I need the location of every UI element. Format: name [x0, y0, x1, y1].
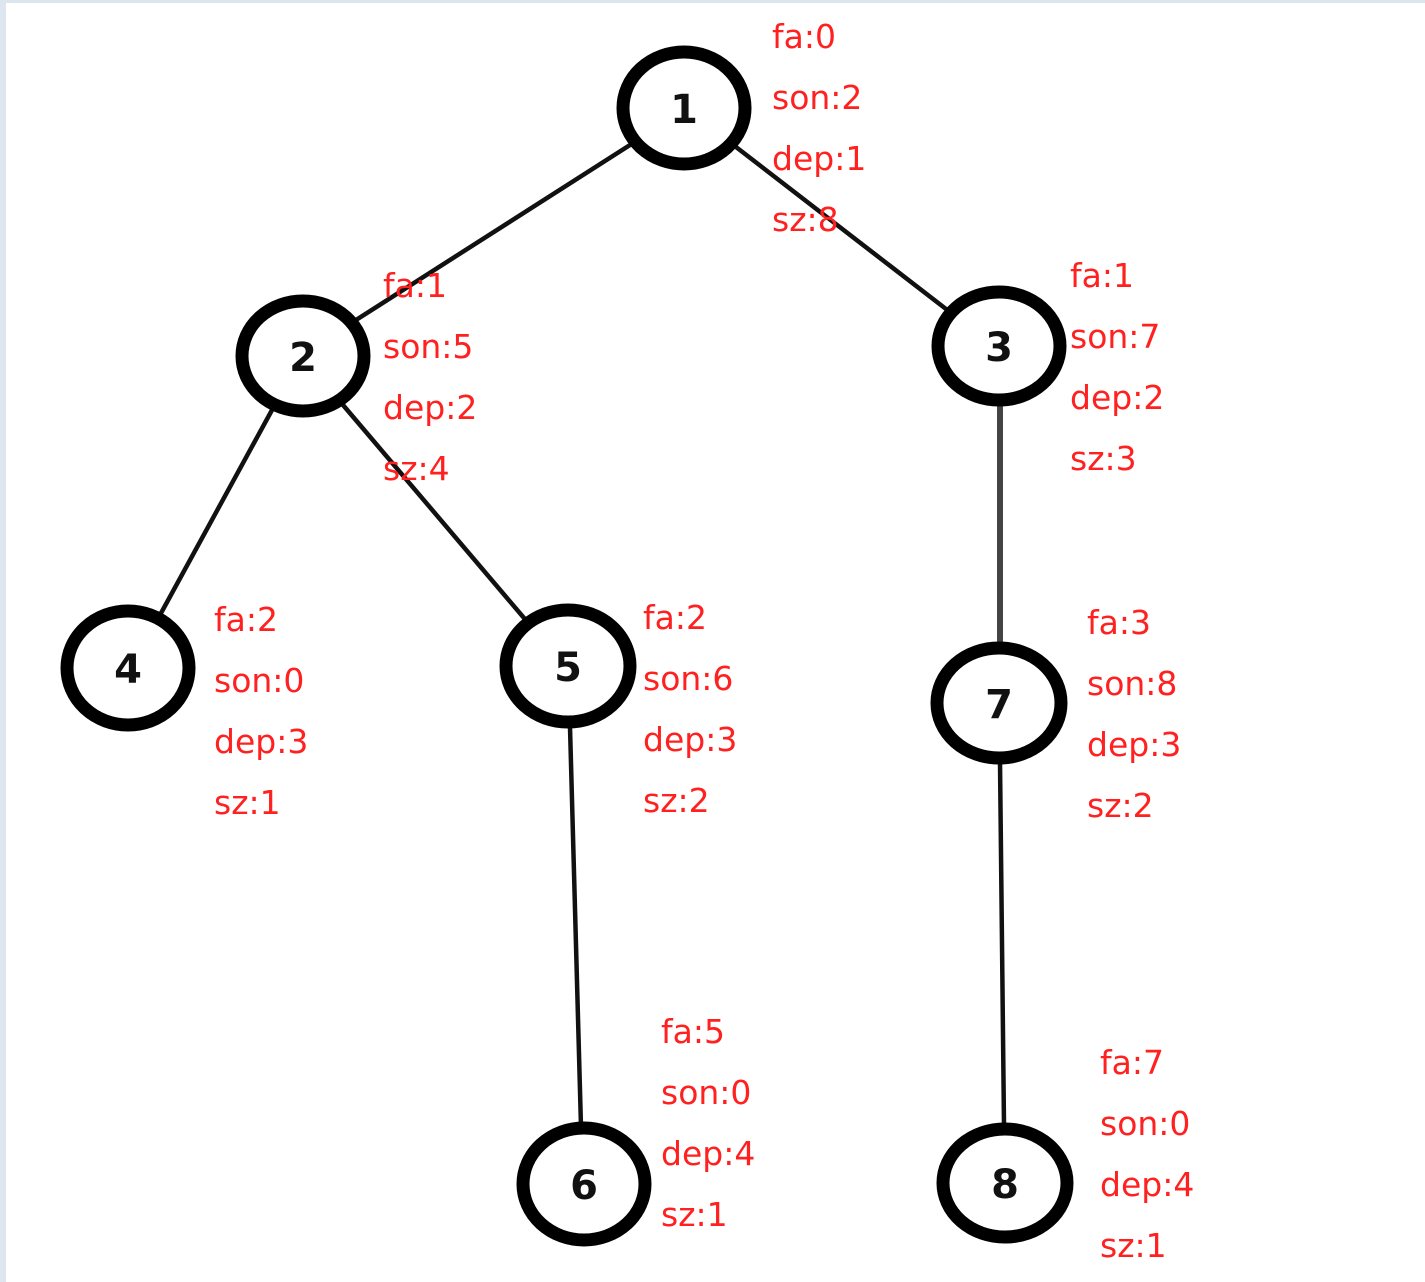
son-label: son:7	[1070, 317, 1160, 356]
sz-label: sz:3	[1070, 439, 1137, 478]
tree-node-1[interactable]: 1	[616, 45, 752, 171]
fa-label: fa:1	[1070, 256, 1134, 295]
edges	[157, 142, 1007, 1130]
edge-1-2	[353, 142, 633, 323]
dep-label: dep:2	[1070, 378, 1164, 417]
node-2-info: fa:1 son:5 dep:2 sz:4	[383, 266, 477, 488]
dep-label: dep:3	[214, 722, 308, 761]
tree-node-3[interactable]: 3	[931, 285, 1067, 407]
dep-label: dep:4	[661, 1134, 755, 1173]
node-7-info: fa:3 son:8 dep:3 sz:2	[1087, 603, 1181, 825]
fa-label: fa:1	[383, 266, 447, 305]
sz-label: sz:1	[214, 783, 281, 822]
sz-label: sz:4	[383, 449, 450, 488]
node-5-info: fa:2 son:6 dep:3 sz:2	[643, 598, 737, 820]
nodes: 1 2 3 4 5 6 7 8	[60, 45, 1074, 1247]
son-label: son:2	[772, 78, 862, 117]
son-label: son:0	[214, 661, 304, 700]
tree-node-6[interactable]: 6	[516, 1121, 652, 1247]
edge-7-8	[997, 759, 1007, 1128]
dep-label: dep:1	[772, 139, 866, 178]
fa-label: fa:5	[661, 1012, 725, 1051]
node-label: 4	[114, 647, 142, 693]
node-label: 3	[985, 325, 1013, 371]
sz-label: sz:1	[661, 1195, 728, 1234]
edge-2-5	[340, 402, 527, 621]
node-label: 8	[991, 1162, 1019, 1208]
edge-5-6	[567, 724, 584, 1130]
node-label: 1	[670, 87, 698, 133]
node-label: 2	[289, 335, 317, 381]
node-info-labels: fa:0 son:2 dep:1 sz:8 fa:1 son:5 dep:2 s…	[214, 17, 1194, 1265]
sz-label: sz:2	[643, 781, 710, 820]
node-1-info: fa:0 son:2 dep:1 sz:8	[772, 17, 866, 239]
fa-label: fa:2	[214, 600, 278, 639]
node-4-info: fa:2 son:0 dep:3 sz:1	[214, 600, 308, 822]
sz-label: sz:2	[1087, 786, 1154, 825]
son-label: son:5	[383, 327, 473, 366]
fa-label: fa:7	[1100, 1043, 1164, 1082]
son-label: son:0	[661, 1073, 751, 1112]
node-3-info: fa:1 son:7 dep:2 sz:3	[1070, 256, 1164, 478]
node-label: 7	[985, 682, 1013, 728]
window-left-border	[0, 0, 6, 1282]
node-label: 5	[554, 645, 582, 691]
tree-node-5[interactable]: 5	[499, 603, 637, 729]
window-top-border	[0, 0, 1425, 3]
dep-label: dep:4	[1100, 1165, 1194, 1204]
sz-label: sz:8	[772, 200, 839, 239]
edge-1-3	[733, 144, 949, 312]
dep-label: dep:3	[643, 720, 737, 759]
sz-label: sz:1	[1100, 1226, 1167, 1265]
node-label: 6	[570, 1163, 598, 1209]
son-label: son:8	[1087, 664, 1177, 703]
edge-2-4	[157, 407, 275, 618]
son-label: son:6	[643, 659, 733, 698]
tree-node-7[interactable]: 7	[930, 641, 1068, 765]
node-8-info: fa:7 son:0 dep:4 sz:1	[1100, 1043, 1194, 1265]
node-6-info: fa:5 son:0 dep:4 sz:1	[661, 1012, 755, 1234]
tree-node-2[interactable]: 2	[235, 294, 371, 418]
fa-label: fa:3	[1087, 603, 1151, 642]
tree-node-4[interactable]: 4	[60, 604, 196, 732]
tree-node-8[interactable]: 8	[936, 1122, 1074, 1244]
dep-label: dep:3	[1087, 725, 1181, 764]
son-label: son:0	[1100, 1104, 1190, 1143]
fa-label: fa:0	[772, 17, 836, 56]
fa-label: fa:2	[643, 598, 707, 637]
dep-label: dep:2	[383, 388, 477, 427]
